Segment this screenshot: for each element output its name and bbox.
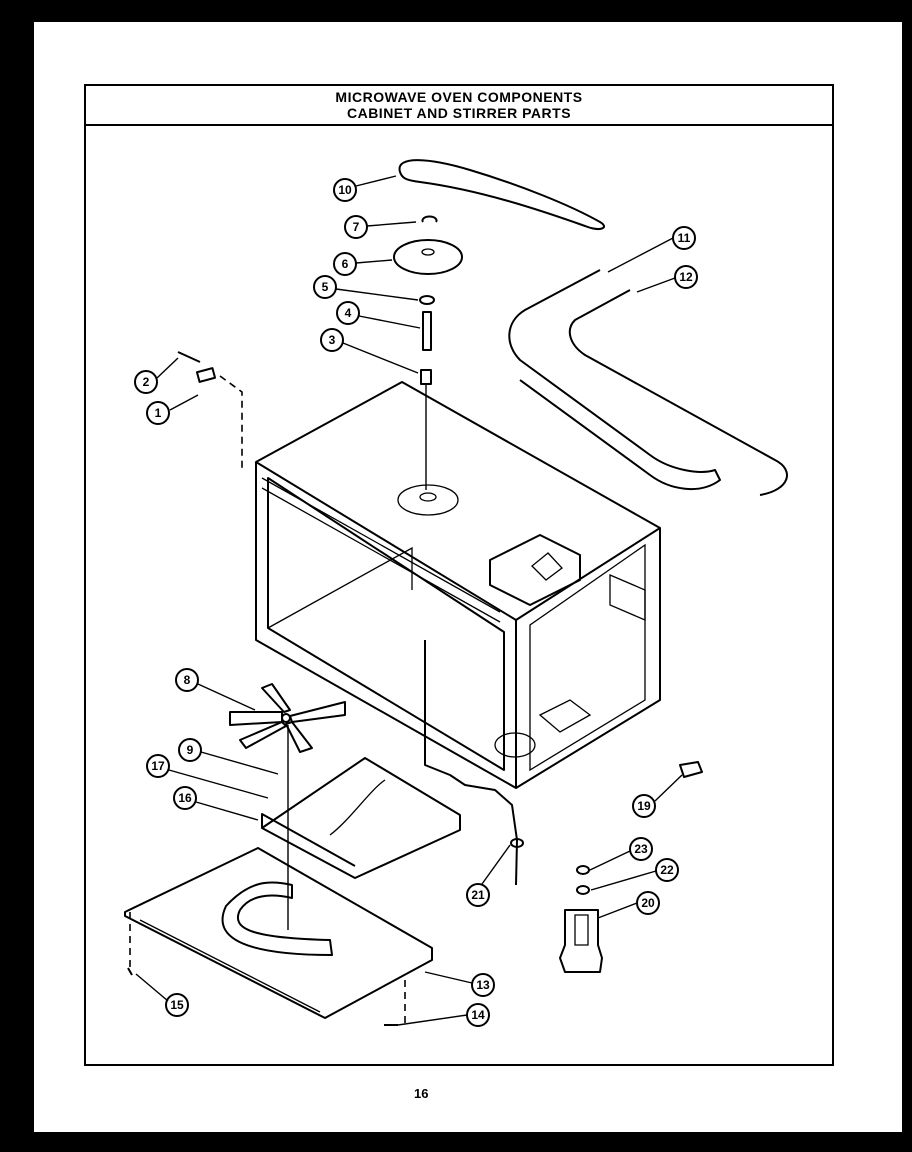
svg-text:12: 12: [679, 270, 693, 284]
svg-text:9: 9: [187, 743, 194, 757]
svg-text:20: 20: [641, 896, 655, 910]
svg-text:19: 19: [637, 799, 651, 813]
callout-14: 14: [466, 1003, 490, 1027]
switch-body: [559, 909, 603, 973]
svg-text:10: 10: [338, 183, 352, 197]
svg-text:11: 11: [678, 231, 691, 245]
washer: [419, 295, 435, 305]
callout-1: 1: [146, 401, 170, 425]
callout-12: 12: [674, 265, 698, 289]
callout-22: 22: [655, 858, 679, 882]
screw-15: [127, 967, 133, 976]
callout-23: 23: [629, 837, 653, 861]
title-block: MICROWAVE OVEN COMPONENTS CABINET AND ST…: [86, 86, 832, 126]
lock-washer: [576, 885, 590, 895]
svg-text:6: 6: [342, 257, 349, 271]
svg-text:13: 13: [476, 978, 490, 992]
callout-4: 4: [336, 301, 360, 325]
callout-8: 8: [175, 668, 199, 692]
clip: [195, 367, 217, 383]
svg-text:1: 1: [155, 406, 162, 420]
svg-text:5: 5: [322, 280, 329, 294]
callout-15: 15: [165, 993, 189, 1017]
svg-text:2: 2: [143, 375, 150, 389]
thermistor: [424, 640, 518, 886]
callout-21: 21: [466, 883, 490, 907]
callout-6: 6: [333, 252, 357, 276]
callout-11: 11: [672, 226, 696, 250]
svg-text:22: 22: [660, 863, 674, 877]
callout-9: 9: [178, 738, 202, 762]
nut: [576, 865, 590, 875]
svg-text:8: 8: [184, 673, 191, 687]
fan-blade: [229, 683, 346, 753]
stirrer-pulley: [393, 239, 463, 275]
svg-text:3: 3: [329, 333, 336, 347]
base-plate: [124, 847, 433, 1019]
screw: [177, 351, 201, 363]
drive-belt: [398, 159, 605, 230]
callout-16: 16: [173, 786, 197, 810]
stirrer-shaft: [422, 311, 432, 351]
svg-text:7: 7: [353, 220, 360, 234]
svg-text:17: 17: [151, 759, 165, 773]
callout-3: 3: [320, 328, 344, 352]
title-line-1: MICROWAVE OVEN COMPONENTS: [335, 89, 583, 105]
air-guide: [261, 757, 461, 879]
page-number: 16: [414, 1086, 429, 1101]
svg-text:23: 23: [634, 842, 648, 856]
callout-5: 5: [313, 275, 337, 299]
callout-20: 20: [636, 891, 660, 915]
svg-text:15: 15: [170, 998, 184, 1012]
title-line-2: CABINET AND STIRRER PARTS: [346, 105, 572, 121]
callout-10: 10: [333, 178, 357, 202]
bushing: [420, 369, 432, 385]
svg-text:4: 4: [345, 306, 352, 320]
door-seal: [568, 289, 788, 496]
callout-2: 2: [134, 370, 158, 394]
choke-bracket: [508, 269, 721, 491]
svg-text:14: 14: [471, 1008, 485, 1022]
diagram-frame: MICROWAVE OVEN COMPONENTS CABINET AND ST…: [84, 84, 834, 1066]
page-sheet: MICROWAVE OVEN COMPONENTS CABINET AND ST…: [34, 22, 902, 1132]
callout-7: 7: [344, 215, 368, 239]
connector: [679, 761, 703, 778]
callout-19: 19: [632, 794, 656, 818]
callout-13: 13: [471, 973, 495, 997]
svg-text:16: 16: [178, 791, 192, 805]
cabinet-frame: [255, 381, 661, 789]
callout-17: 17: [146, 754, 170, 778]
snap-ring: [421, 215, 438, 223]
svg-text:21: 21: [471, 888, 485, 902]
